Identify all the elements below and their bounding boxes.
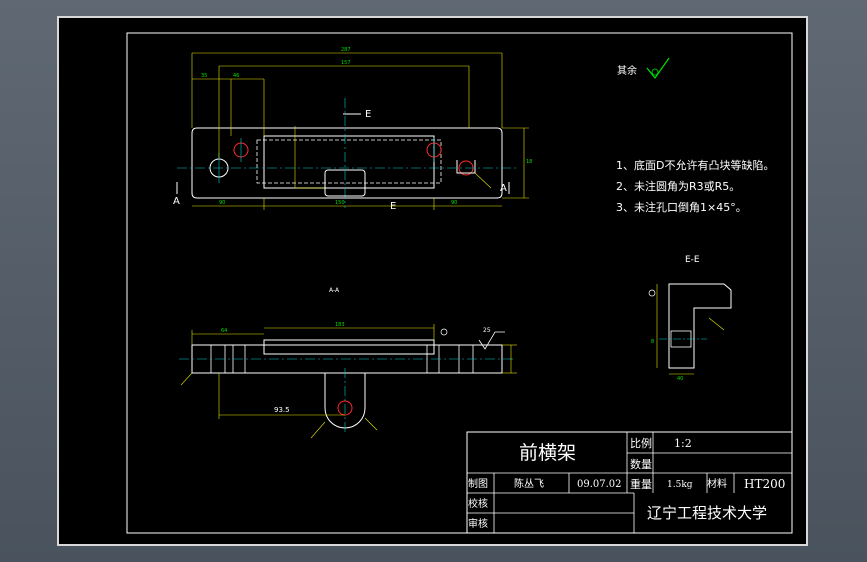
material-label: 材料: [707, 477, 727, 490]
top-dim-bottom-mid: 150: [335, 200, 345, 206]
surface-rest-label: 其余: [617, 64, 637, 77]
title-block: [466, 431, 793, 534]
inner-frame: [126, 32, 793, 534]
top-dim-bottom-left: 90: [219, 200, 225, 206]
drawn-date: 09.07.02: [577, 479, 622, 490]
section-a-left-label: A: [173, 196, 180, 207]
scale-value: 1:2: [674, 437, 692, 450]
weight-label: 重量: [630, 477, 652, 491]
top-view: [176, 52, 529, 210]
sec-dim-lower: 93.5: [274, 406, 290, 414]
institution: 辽宁工程技术大学: [647, 504, 767, 522]
sec-dim-len: 183: [335, 322, 345, 328]
checked-label: 校核: [468, 497, 488, 510]
note-1: 1、底面D不允许有凸块等缺陷。: [616, 158, 774, 172]
top-dim-inner: 157: [341, 60, 351, 66]
approved-label: 审核: [468, 517, 488, 530]
part-name: 前横架: [519, 442, 576, 464]
top-dim-bottom-right: 90: [451, 200, 457, 206]
section-e-bottom-label: E: [390, 201, 396, 212]
top-dim-overall: 287: [341, 47, 351, 53]
top-dim-left1: 35: [201, 73, 207, 79]
weight-value: 1.5kg: [667, 480, 693, 490]
drawn-label: 制图: [468, 477, 488, 490]
view-ee-label: E-E: [685, 255, 700, 265]
ee-dim-8: 8: [651, 339, 654, 345]
note-2: 2、未注圆角为R3或R5。: [616, 179, 740, 193]
section-aa-view: [179, 324, 517, 439]
sec-dim-left: 64: [221, 328, 227, 334]
material-value: HT200: [744, 477, 785, 491]
view-aa-label: A-A: [329, 287, 340, 294]
drawing-canvas: 287 157 35 46 18 90 150 90 E E A A A-A: [126, 32, 793, 534]
note-3: 3、未注孔口倒角1×45°。: [616, 200, 747, 214]
section-ee-view: [648, 283, 732, 375]
ee-dim-40: 40: [677, 376, 683, 382]
section-a-right-label: A: [500, 183, 507, 194]
top-dim-left2: 46: [233, 73, 239, 79]
drawing-sheet: 287 157 35 46 18 90 150 90 E E A A A-A: [57, 16, 808, 546]
section-e-top-label: E: [365, 109, 371, 120]
scale-label: 比例: [630, 436, 652, 450]
sec-dim-rough: 25: [483, 327, 491, 334]
quantity-label: 数量: [630, 458, 652, 471]
roughness-check-icon: [646, 57, 670, 80]
top-dim-height: 18: [526, 159, 532, 165]
drawn-name: 陈丛飞: [514, 477, 544, 490]
